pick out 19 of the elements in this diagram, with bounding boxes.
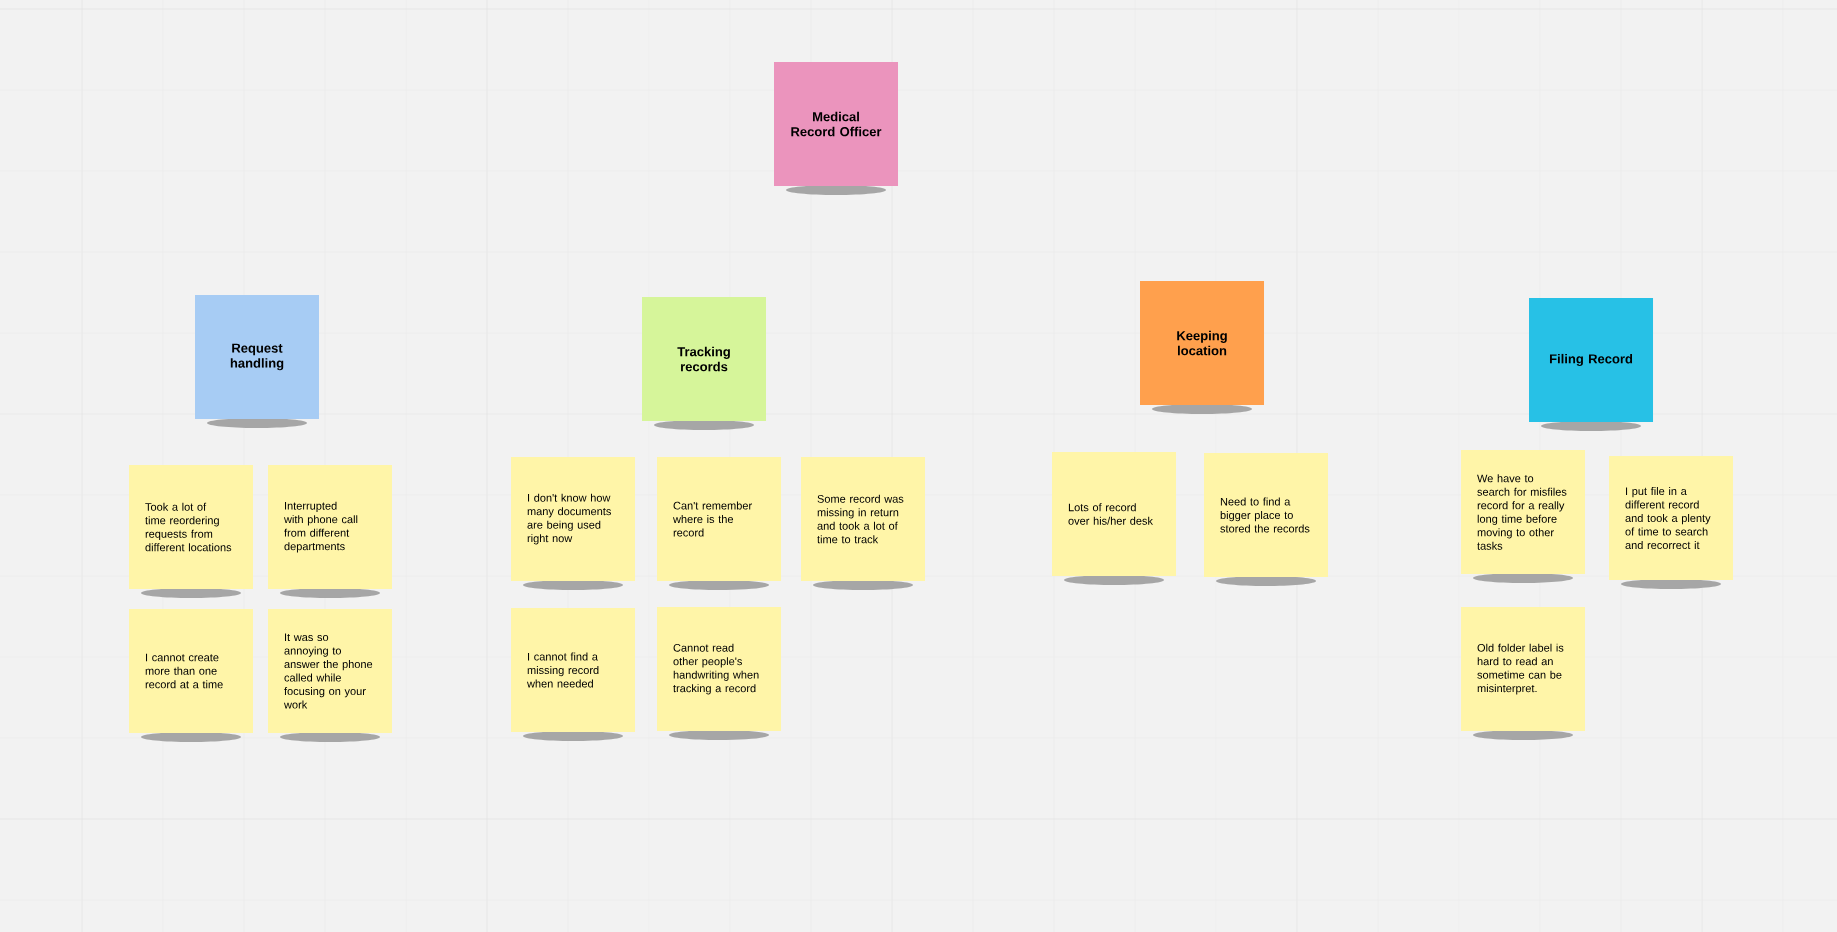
- sticky-note: Interrupted with phone call from different departments: [268, 465, 392, 598]
- sticky-note: I cannot create more than one record at a time: [129, 609, 253, 742]
- category-note: Filing Record: [1529, 298, 1653, 431]
- sticky-note: It was so annoying to answer the phone called while focusing on your work: [268, 609, 392, 742]
- sticky-note: Old folder label is hard to read an sometime can be misinterpret.: [1461, 607, 1585, 740]
- category-note: Tracking records: [642, 297, 766, 430]
- sticky-note: Some record was missing in return and took a lot of time to track: [801, 457, 925, 590]
- sticky-note: Need to find a bigger place to stored the records: [1204, 453, 1328, 586]
- sticky-note: Cannot read other people's handwriting when tracking a record: [657, 607, 781, 740]
- sticky-note: Lots of record over his/her desk: [1052, 452, 1176, 585]
- sticky-note: I don't know how many documents are being used right now: [511, 457, 635, 590]
- sticky-note: I put file in a different record and took a plenty of time to search and recorrect it: [1609, 456, 1733, 589]
- category-note: Request handling: [195, 295, 319, 428]
- sticky-note: I cannot find a missing record when needed: [511, 608, 635, 741]
- category-note: Medical Record Officer: [774, 62, 898, 195]
- sticky-note: We have to search for misfiles record for a really long time before moving to other tasks: [1461, 450, 1585, 583]
- category-note: Keeping location: [1140, 281, 1264, 414]
- sticky-note: Can't remember where is the record: [657, 457, 781, 590]
- sticky-note: Took a lot of time reordering requests from different locations: [129, 465, 253, 598]
